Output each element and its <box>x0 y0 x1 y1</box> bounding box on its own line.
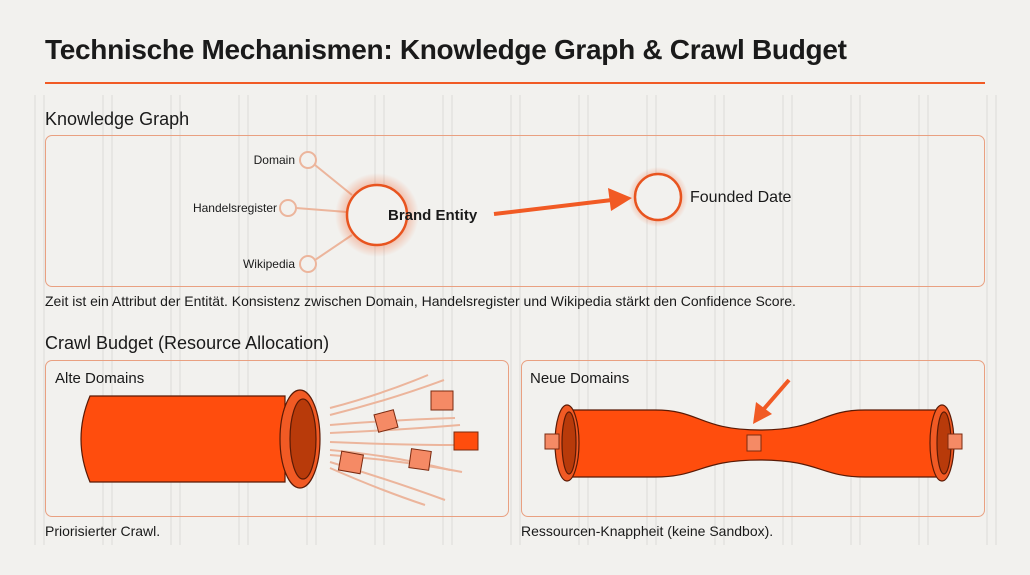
new-domains-panel <box>521 360 985 517</box>
old-domains-panel <box>45 360 509 517</box>
narrow-pipe-illustration <box>554 404 955 482</box>
node-wikipedia <box>299 255 317 273</box>
source-label-domain: Domain <box>253 153 295 167</box>
document-icon <box>430 390 454 411</box>
document-icon <box>544 433 560 450</box>
document-icon <box>947 433 963 450</box>
source-label-wikipedia: Wikipedia <box>242 257 295 271</box>
crawl-budget-heading: Crawl Budget (Resource Allocation) <box>45 333 330 353</box>
founded-date-node <box>633 172 683 222</box>
page-title: Technische Mechanismen: Knowledge Graph … <box>45 34 847 65</box>
document-icon <box>373 409 399 433</box>
old-domains-caption: Priorisierter Crawl. <box>45 523 161 539</box>
founded-date-label: Founded Date <box>690 189 792 206</box>
document-icon <box>746 434 762 452</box>
wide-pipe-illustration <box>80 389 321 489</box>
knowledge-graph-caption: Zeit ist ein Attribut der Entität. Konsi… <box>45 293 796 309</box>
document-icon <box>453 431 479 451</box>
new-domains-label: Neue Domains <box>530 370 630 387</box>
node-domain <box>299 151 317 169</box>
document-icon <box>337 450 364 475</box>
new-domains-caption: Ressourcen-Knappheit (keine Sandbox). <box>521 523 774 539</box>
arrowhead-icon <box>753 402 772 424</box>
bottleneck-arrow <box>761 378 791 412</box>
old-domains-label: Alte Domains <box>55 370 145 387</box>
document-icon <box>408 448 432 471</box>
knowledge-graph-panel <box>45 135 985 287</box>
relation-arrow <box>493 198 613 216</box>
source-label-handelsregister: Handelsregister <box>192 201 277 215</box>
page-icons <box>337 390 479 475</box>
brand-entity-node <box>345 183 409 247</box>
arrowhead-icon <box>608 188 632 211</box>
node-handelsregister <box>279 199 297 217</box>
brand-entity-label: Brand Entity <box>388 207 478 224</box>
knowledge-graph-heading: Knowledge Graph <box>45 109 190 129</box>
page-icons-new <box>544 433 963 452</box>
title-divider <box>45 82 985 84</box>
